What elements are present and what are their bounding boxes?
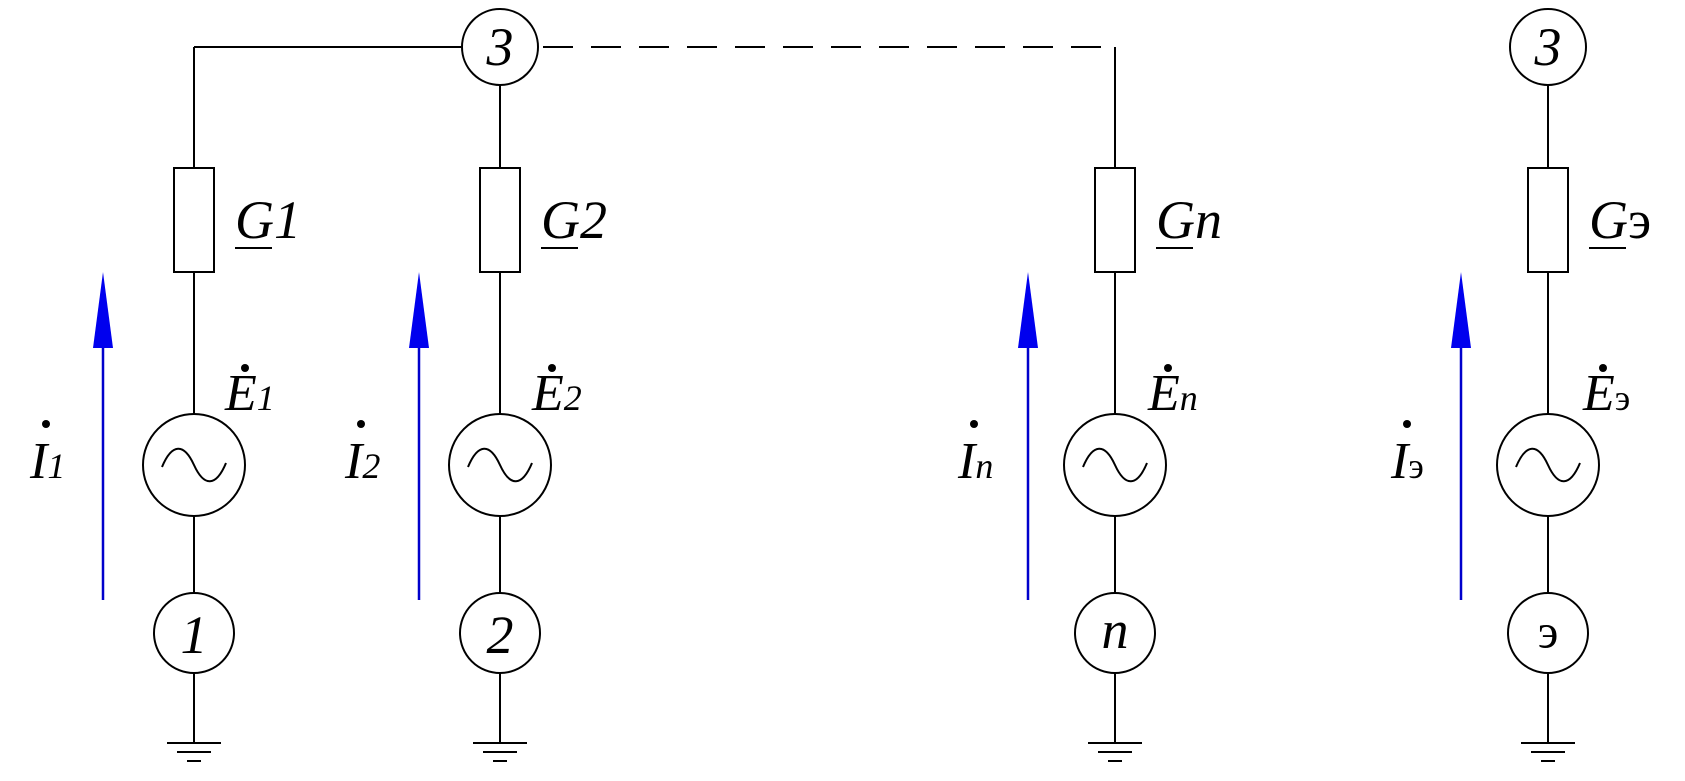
- equivalent-top-node-label: 3: [1534, 17, 1562, 77]
- node-1-label: 1: [181, 605, 208, 665]
- phasor-dot-icon: [548, 364, 556, 372]
- ground-icon: [1521, 742, 1575, 762]
- emf-e1-label: E1: [224, 365, 275, 422]
- sine-icon: [161, 447, 227, 483]
- current-in-label: In: [957, 433, 993, 490]
- equivalent-node-label: э: [1538, 606, 1559, 659]
- phasor-dot-icon: [970, 420, 978, 428]
- node-2-label: 2: [487, 605, 514, 665]
- admittance-g1-label: G1: [235, 190, 301, 250]
- emf-en-label: En: [1147, 365, 1198, 422]
- sine-icon: [1082, 447, 1148, 483]
- current-arrow-ie: [1451, 272, 1471, 600]
- sine-icon: [467, 447, 533, 483]
- admittance-g1: [173, 167, 215, 273]
- ground-icon: [167, 742, 221, 762]
- current-i1-label: I1: [29, 433, 65, 490]
- ground-icon: [473, 742, 527, 762]
- emf-e2-label: E2: [531, 365, 582, 422]
- phasor-dot-icon: [42, 420, 50, 428]
- admittance-gn-label: Gn: [1156, 190, 1222, 250]
- branch-n: n Gn En In: [957, 167, 1222, 762]
- current-arrow-i1: [93, 272, 113, 600]
- current-arrow-in: [1018, 272, 1038, 600]
- branch-2: 2 G2 E2 I2: [344, 85, 607, 762]
- sine-icon: [1515, 447, 1581, 483]
- admittance-gn: [1094, 167, 1136, 273]
- top-bus: [194, 46, 1116, 168]
- branch-1: 1 G1 E1 I1: [29, 47, 301, 762]
- admittance-g2-label: G2: [541, 190, 607, 250]
- current-ie-label: Iэ: [1390, 433, 1424, 490]
- admittance-g2: [479, 167, 521, 273]
- phasor-dot-icon: [1403, 420, 1411, 428]
- admittance-ge: [1527, 167, 1569, 273]
- common-node-label: 3: [486, 17, 514, 77]
- common-node-3: 3: [461, 8, 539, 86]
- emf-ee-label: Eэ: [1582, 365, 1630, 422]
- phasor-dot-icon: [241, 364, 249, 372]
- admittance-ge-label: Gэ: [1589, 190, 1651, 250]
- equivalent-branch: 3 э Gэ Eэ Iэ: [1390, 8, 1651, 762]
- phasor-dot-icon: [1599, 364, 1607, 372]
- node-n-label: n: [1102, 600, 1129, 660]
- phasor-dot-icon: [357, 420, 365, 428]
- current-arrow-i2: [409, 272, 429, 600]
- phasor-dot-icon: [1164, 364, 1172, 372]
- current-i2-label: I2: [344, 433, 380, 490]
- ground-icon: [1088, 742, 1142, 762]
